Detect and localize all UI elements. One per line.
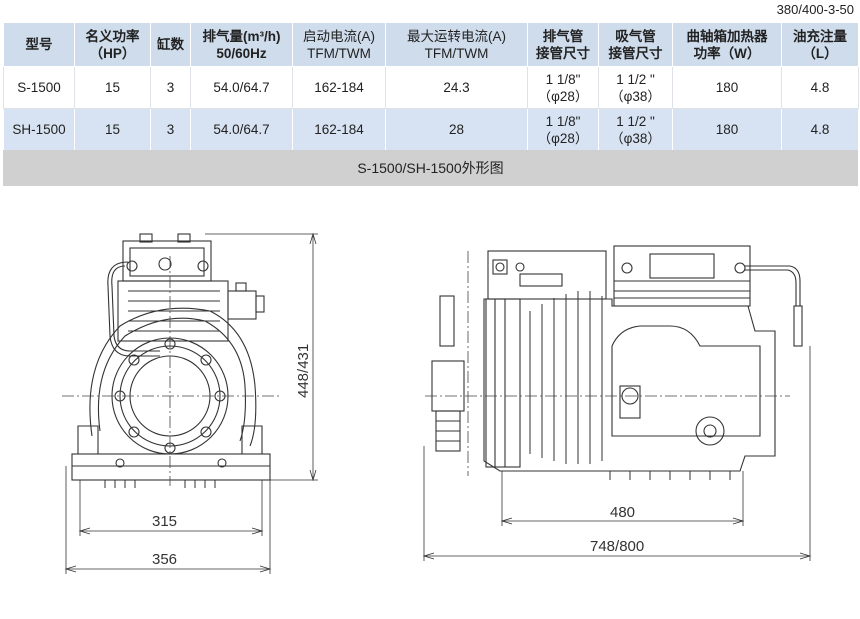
- cell-oil-charge: 4.8: [781, 66, 859, 109]
- cell-suction-size: 1 1/2 "（φ38）: [598, 108, 673, 151]
- header-model: 型号: [3, 22, 75, 67]
- outline-drawing: 315 356 448/431 480 748/800: [62, 232, 812, 574]
- cell-model: S-1500: [3, 66, 75, 109]
- header-oil-charge: 油充注量（L）: [781, 22, 859, 67]
- table-row: SH-1500 15 3 54.0/64.7 162-184 28 1 1/8"…: [3, 108, 859, 151]
- header-suction-size: 吸气管接管尺寸: [598, 22, 673, 67]
- cell-discharge-size: 1 1/8"（φ28）: [527, 108, 599, 151]
- cell-max-running-current: 24.3: [385, 66, 528, 109]
- header-cylinders: 缸数: [150, 22, 191, 67]
- section-title: S-1500/SH-1500外形图: [3, 150, 858, 186]
- cell-heater-power: 180: [672, 108, 782, 151]
- header-discharge-size: 排气管接管尺寸: [527, 22, 599, 67]
- cell-displacement: 54.0/64.7: [190, 108, 293, 151]
- header-max-running-current: 最大运转电流(A)TFM/TWM: [385, 22, 528, 67]
- header-heater-power: 曲轴箱加热器功率（W）: [672, 22, 782, 67]
- voltage-code: 380/400-3-50: [776, 2, 854, 17]
- header-starting-current: 启动电流(A)TFM/TWM: [292, 22, 386, 67]
- spec-table: 型号 名义功率（HP） 缸数 排气量(m³/h)50/60Hz 启动电流(A)T…: [3, 22, 859, 151]
- dim-front-width-inner: 315: [152, 513, 177, 530]
- cell-power: 15: [74, 108, 151, 151]
- cell-model: SH-1500: [3, 108, 75, 151]
- cell-suction-size: 1 1/2 "（φ38）: [598, 66, 673, 109]
- table-header-row: 型号 名义功率（HP） 缸数 排气量(m³/h)50/60Hz 启动电流(A)T…: [3, 22, 859, 67]
- cell-displacement: 54.0/64.7: [190, 66, 293, 109]
- dim-front-width-outer: 356: [152, 551, 177, 568]
- cell-starting-current: 162-184: [292, 66, 386, 109]
- side-view: [422, 245, 812, 561]
- cell-discharge-size: 1 1/8"（φ28）: [527, 66, 599, 109]
- cell-heater-power: 180: [672, 66, 782, 109]
- cell-cylinders: 3: [150, 66, 191, 109]
- cell-oil-charge: 4.8: [781, 108, 859, 151]
- dim-side-length-inner: 480: [610, 504, 635, 521]
- dim-front-height: 448/431: [295, 344, 312, 398]
- dim-side-length-outer: 748/800: [590, 538, 644, 555]
- cell-cylinders: 3: [150, 108, 191, 151]
- cell-max-running-current: 28: [385, 108, 528, 151]
- table-row: S-1500 15 3 54.0/64.7 162-184 24.3 1 1/8…: [3, 66, 859, 109]
- cell-power: 15: [74, 66, 151, 109]
- header-displacement: 排气量(m³/h)50/60Hz: [190, 22, 293, 67]
- front-view: [62, 232, 318, 574]
- cell-starting-current: 162-184: [292, 108, 386, 151]
- header-power: 名义功率（HP）: [74, 22, 151, 67]
